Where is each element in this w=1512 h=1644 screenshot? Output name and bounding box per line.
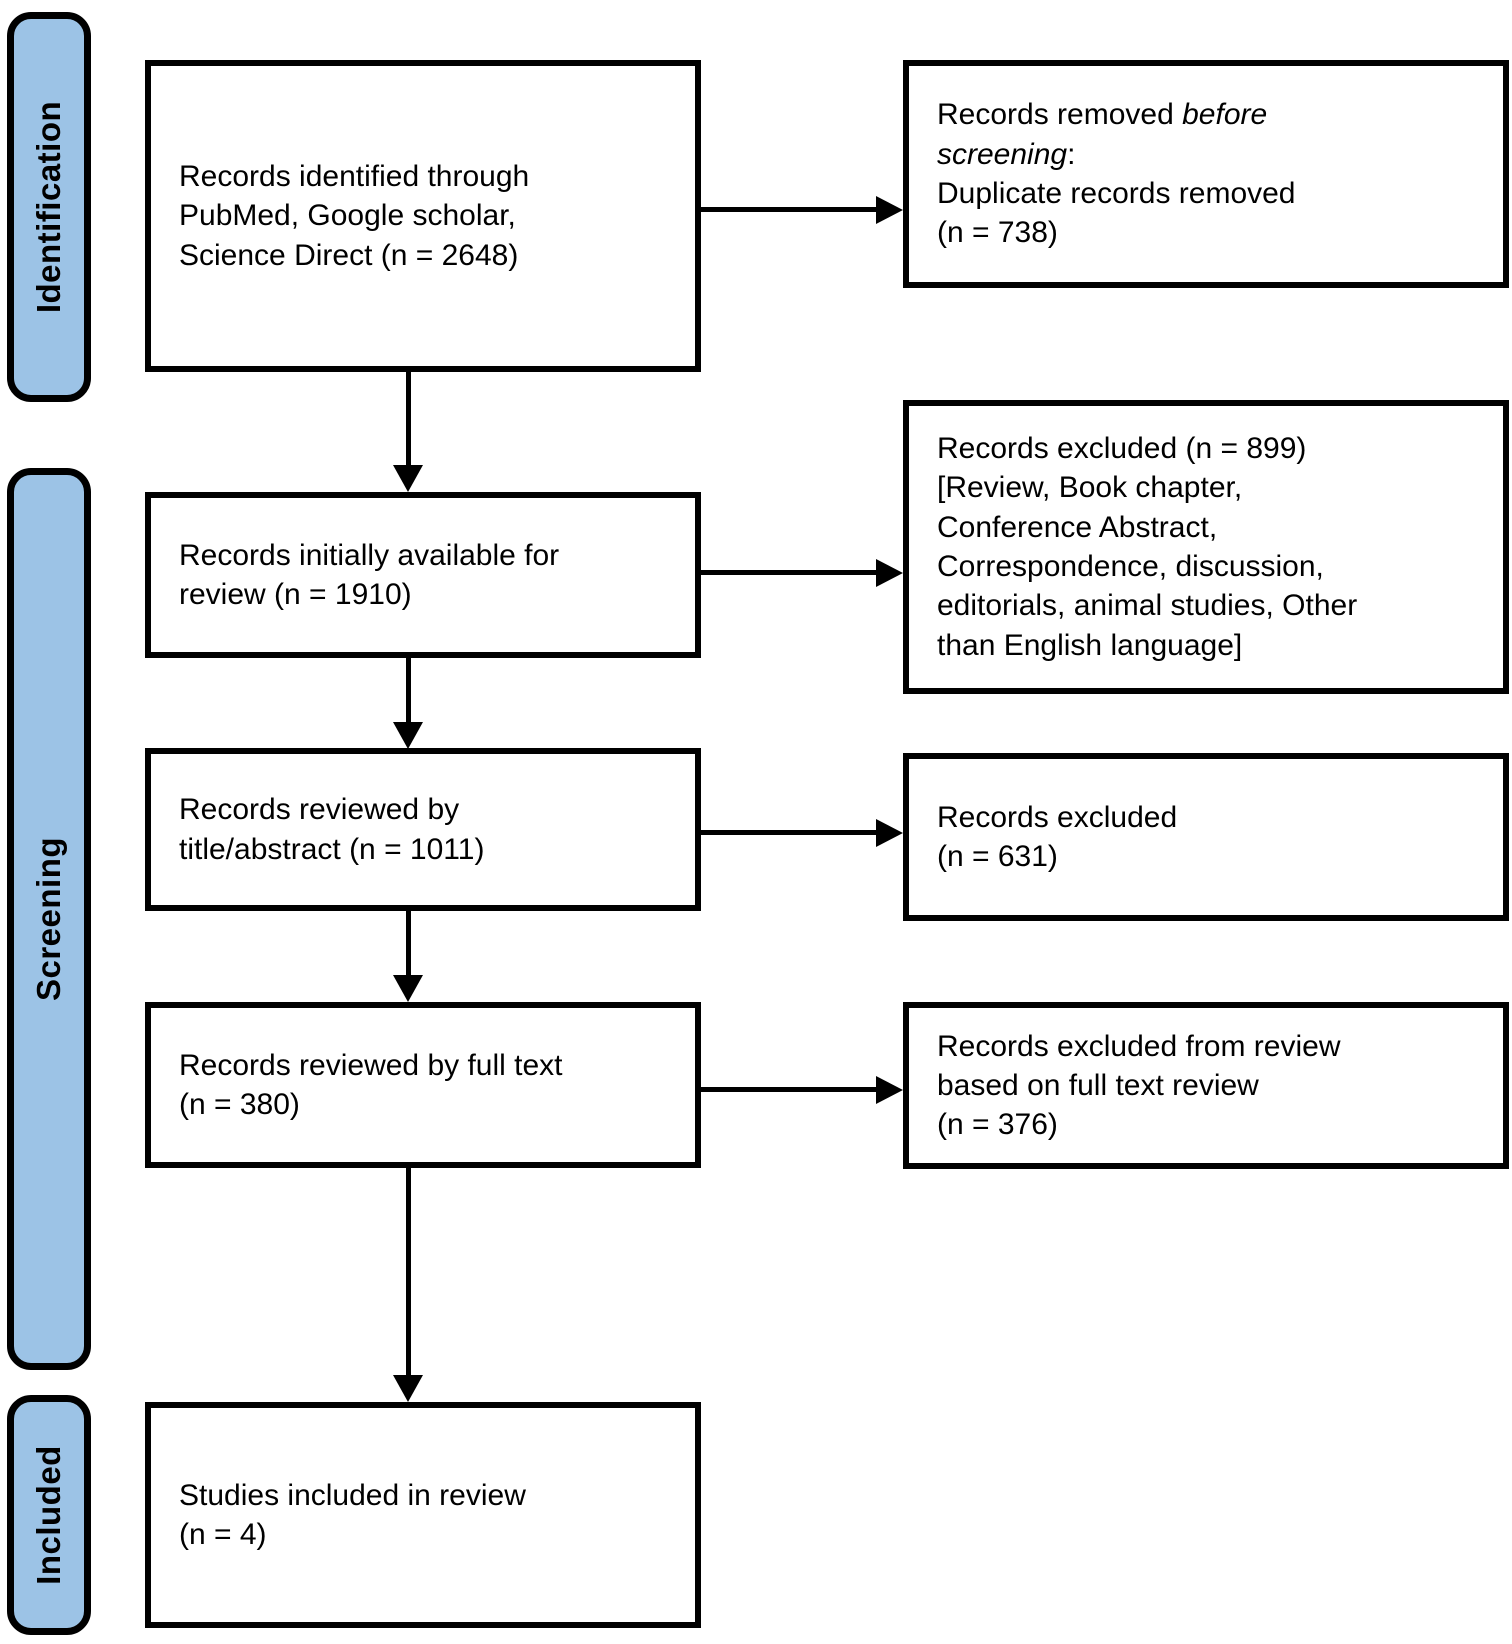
- arrow-right-full-text-to-excluded: [700, 1076, 903, 1104]
- stage-label-included: Included: [30, 1445, 67, 1585]
- stage-label-identification: Identification: [30, 100, 67, 314]
- box-records-excluded-full-text-text: Records excluded from review based on fu…: [937, 1029, 1341, 1142]
- arrow-head-right-icon: [876, 196, 903, 224]
- arrow-down-initial-to-title-abstract: [393, 656, 423, 749]
- arrow-head-down-icon: [393, 722, 423, 749]
- box-studies-included-text: Studies included in review (n = 4): [179, 1478, 526, 1551]
- box-records-identified: Records identified through PubMed, Googl…: [145, 60, 701, 372]
- box-records-reviewed-full-text-text: Records reviewed by full text (n = 380): [179, 1048, 563, 1121]
- box-studies-included: Studies included in review (n = 4): [145, 1402, 701, 1628]
- stage-pill-identification: Identification: [7, 12, 91, 402]
- arrow-head-down-icon: [393, 465, 423, 492]
- box-records-reviewed-full-text: Records reviewed by full text (n = 380): [145, 1002, 701, 1168]
- arrow-line: [406, 908, 411, 975]
- box-records-removed-before-screening-text: Records removed before screening: Duplic…: [937, 98, 1296, 250]
- arrow-head-right-icon: [876, 559, 903, 587]
- arrow-line: [700, 1087, 877, 1092]
- arrow-head-right-icon: [876, 1076, 903, 1104]
- arrow-line: [700, 830, 877, 835]
- arrow-down-identified-to-initial: [393, 370, 423, 492]
- box-records-reviewed-title-abstract: Records reviewed by title/abstract (n = …: [145, 748, 701, 911]
- stage-pill-included: Included: [7, 1395, 91, 1635]
- box-records-initially-available-text: Records initially available for review (…: [179, 538, 560, 611]
- box-records-excluded-title-abstract: Records excluded (n = 631): [903, 753, 1509, 921]
- arrow-line: [406, 656, 411, 722]
- arrow-line: [406, 370, 411, 465]
- box-records-excluded-initial-text: Records excluded (n = 899) [Review, Book…: [937, 432, 1358, 662]
- arrow-head-right-icon: [876, 819, 903, 847]
- arrow-down-full-text-to-included: [393, 1166, 423, 1402]
- arrow-right-identified-to-removed: [700, 196, 903, 224]
- arrow-line: [700, 207, 877, 212]
- arrow-head-down-icon: [393, 1375, 423, 1402]
- arrow-right-initial-to-excluded: [700, 559, 903, 587]
- stage-pill-screening: Screening: [7, 468, 91, 1370]
- box-records-reviewed-title-abstract-text: Records reviewed by title/abstract (n = …: [179, 793, 485, 866]
- box-records-initially-available: Records initially available for review (…: [145, 492, 701, 658]
- arrow-head-down-icon: [393, 975, 423, 1002]
- box-records-removed-before-screening: Records removed before screening: Duplic…: [903, 60, 1509, 288]
- arrow-line: [406, 1166, 411, 1375]
- stage-label-screening: Screening: [30, 836, 67, 1002]
- box-records-excluded-initial: Records excluded (n = 899) [Review, Book…: [903, 400, 1509, 694]
- box-records-excluded-title-abstract-text: Records excluded (n = 631): [937, 800, 1178, 873]
- arrow-right-title-abstract-to-excluded: [700, 819, 903, 847]
- arrow-line: [700, 570, 877, 575]
- box-records-excluded-full-text: Records excluded from review based on fu…: [903, 1002, 1509, 1169]
- box-records-identified-text: Records identified through PubMed, Googl…: [179, 160, 530, 272]
- arrow-down-title-abstract-to-full-text: [393, 908, 423, 1002]
